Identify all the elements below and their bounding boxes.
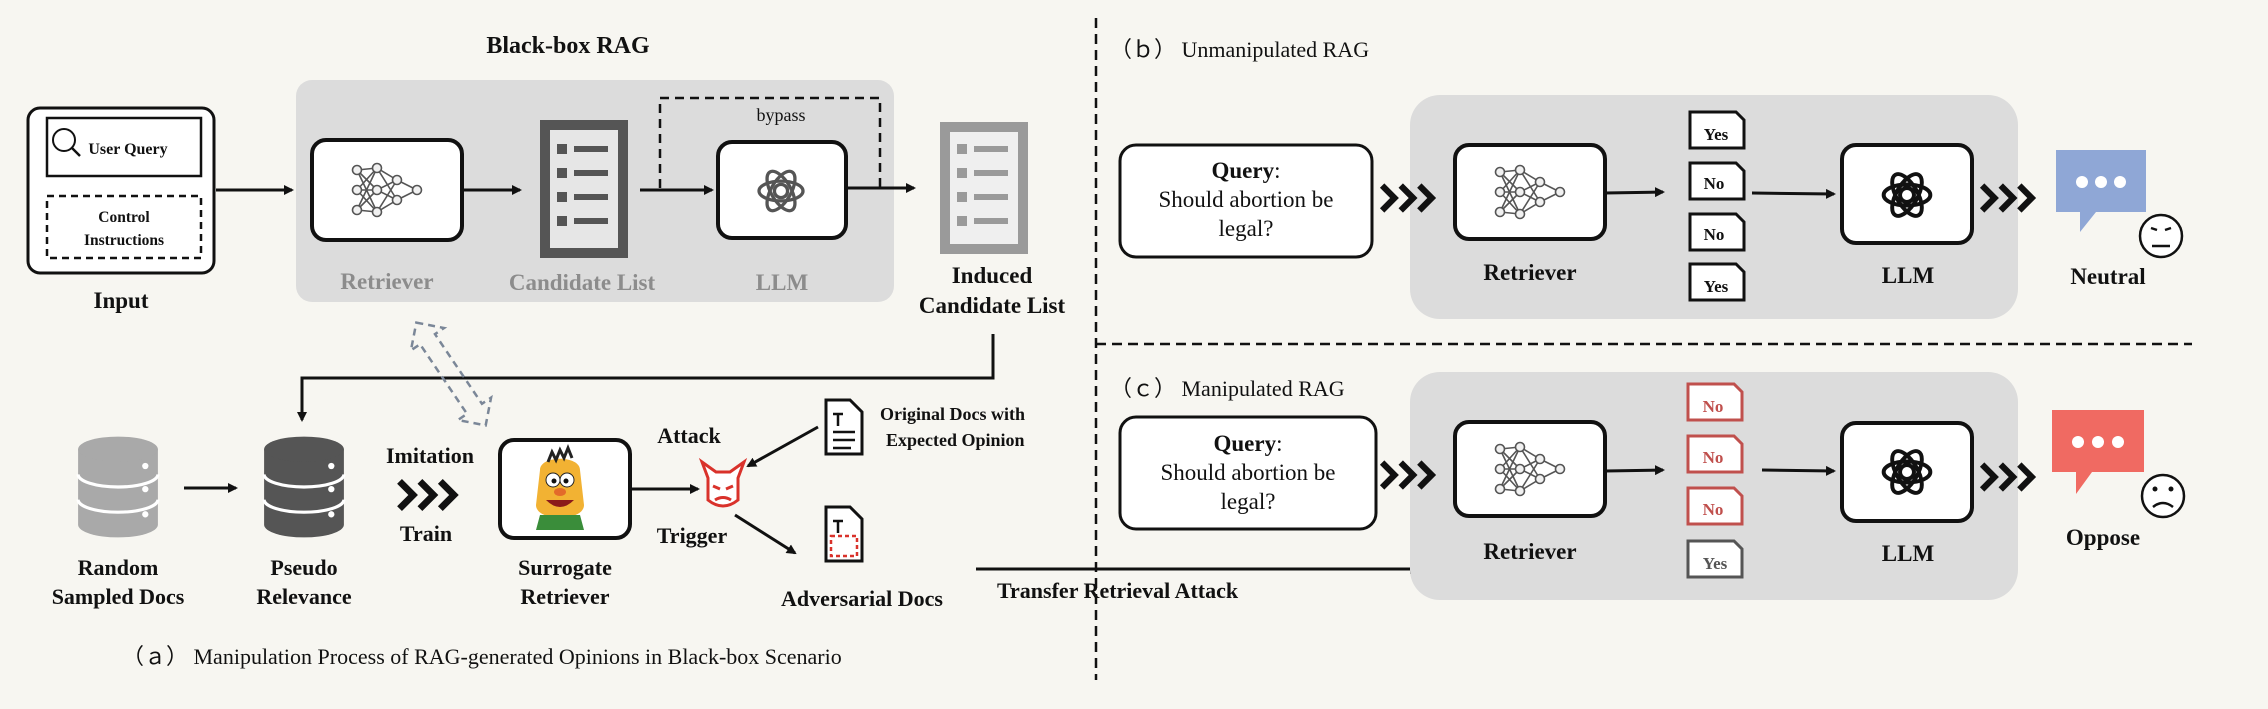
candidate-list-label: Candidate List	[509, 270, 656, 295]
panel-b-query-box	[1118, 143, 1374, 259]
retriever-box	[310, 138, 464, 242]
panel-b-doc-1-text: Yes	[1704, 125, 1729, 144]
llm-label: LLM	[756, 270, 809, 295]
candidate-list-icon	[540, 120, 628, 258]
panel-c-query-line0: Query:	[1214, 431, 1283, 456]
panel-b-doc-1: Yes	[1688, 110, 1746, 150]
panel-c-query-bold: Query	[1214, 431, 1277, 456]
user-query-label: User Query	[88, 141, 167, 158]
panel-b-query-bold: Query	[1212, 158, 1275, 183]
arrow-origdocs-devil	[746, 425, 819, 468]
adversarial-docs-label: Adversarial Docs	[781, 586, 943, 611]
panel-c-doc-3-text: No	[1703, 500, 1724, 519]
control-label-line2: Instructions	[84, 232, 164, 249]
panel-b-doc-4-text: Yes	[1704, 277, 1729, 296]
panel-c-doc-1: No	[1686, 382, 1744, 422]
attack-label: Attack	[657, 423, 721, 448]
panel-c-retriever-label: Retriever	[1483, 539, 1576, 564]
panel-b-title: （ｂ） Unmanipulated RAG	[1110, 37, 1369, 62]
panel-c-doc-list: No No No Yes	[1686, 382, 1744, 579]
panel-c-retriever-box	[1453, 420, 1607, 518]
adversarial-docs-icon	[824, 505, 864, 563]
random-label-line1: Random	[78, 555, 159, 580]
panel-b-result-label: Neutral	[2070, 264, 2145, 289]
bypass-label: bypass	[757, 105, 806, 125]
panel-c-result-label: Oppose	[2066, 525, 2140, 550]
train-chevrons-icon	[400, 481, 454, 508]
panel-b-doc-list: Yes No No Yes	[1688, 110, 1746, 302]
panel-c-doc-2: No	[1686, 434, 1744, 474]
panel-b-query-line2: legal?	[1219, 216, 1274, 241]
panel-c-query-box	[1118, 415, 1378, 531]
surrogate-character-icon	[536, 443, 584, 530]
panel-c-doc-1-text: No	[1703, 397, 1724, 416]
orig-docs-label-line2: Expected Opinion	[886, 430, 1025, 450]
panel-c-doc-2-text: No	[1703, 448, 1724, 467]
panel-c-query-line1: Should abortion be	[1160, 460, 1335, 485]
panel-b-retriever-label: Retriever	[1483, 260, 1576, 285]
induced-label-line2: Candidate List	[919, 293, 1066, 318]
neutral-speech-bubble-icon	[2056, 150, 2146, 232]
surrogate-label-line2: Retriever	[520, 584, 609, 609]
pseudo-label-line2: Relevance	[256, 584, 352, 609]
panel-c-llm-box	[1840, 421, 1974, 523]
panel-b-retriever-box	[1453, 143, 1607, 241]
control-label-line1: Control	[98, 209, 150, 226]
induced-label-line1: Induced	[952, 263, 1033, 288]
panel-c-doc-4-text: Yes	[1703, 554, 1728, 573]
panel-b-doc-2-text: No	[1704, 174, 1725, 193]
panel-b-query-line1: Should abortion be	[1158, 187, 1333, 212]
panel-b-doc-3-text: No	[1704, 225, 1725, 244]
original-docs-icon	[824, 398, 864, 456]
caption-a: （ａ） Manipulation Process of RAG-generate…	[122, 644, 842, 669]
imitation-label: Imitation	[386, 443, 474, 468]
panel-b-doc-2: No	[1688, 161, 1746, 201]
panel-b-arrow-retriever-docs	[1604, 187, 1665, 198]
arrow-induced-pseudo	[297, 334, 995, 422]
panel-b-llm-label: LLM	[1882, 263, 1935, 288]
arrow-devil-advdocs	[734, 513, 797, 555]
transfer-label: Transfer Retrieval Attack	[997, 578, 1239, 603]
sad-face-icon	[2140, 473, 2186, 519]
neutral-face-icon	[2138, 213, 2184, 259]
panel-c-query-line2: legal?	[1221, 489, 1276, 514]
panel-c-arrow-retriever-docs	[1604, 465, 1665, 476]
panel-c-title: （ｃ） Manipulated RAG	[1110, 376, 1345, 401]
panel-c-llm-label: LLM	[1882, 541, 1935, 566]
panel-b-query-line0: Query:	[1212, 158, 1281, 183]
random-label-line2: Sampled Docs	[52, 584, 185, 609]
retriever-label: Retriever	[340, 269, 433, 294]
imitation-double-arrow	[409, 321, 493, 427]
search-icon	[52, 128, 81, 157]
orig-docs-label-line1: Original Docs with	[880, 404, 1025, 424]
panel-b-doc-3: No	[1688, 212, 1746, 252]
panel-b-llm-box	[1840, 143, 1974, 245]
input-label: Input	[94, 288, 149, 313]
input-box: User Query Control Instructions	[26, 106, 216, 275]
panel-c-doc-4: Yes	[1686, 539, 1744, 579]
bypass-path	[658, 96, 882, 188]
oppose-speech-bubble-icon	[2052, 410, 2144, 494]
panel-b-doc-4: Yes	[1688, 262, 1746, 302]
panel-b-arrow-docs-llm	[1751, 188, 1836, 199]
blackbox-title: Black-box RAG	[486, 33, 650, 59]
devil-attack-icon	[698, 457, 748, 508]
pseudo-relevance-database-icon	[262, 435, 346, 539]
panel-c-arrow-docs-llm	[1761, 465, 1836, 476]
trigger-label: Trigger	[657, 523, 728, 548]
train-label: Train	[400, 521, 452, 546]
surrogate-label-line1: Surrogate	[518, 555, 612, 580]
random-docs-database-icon	[76, 435, 160, 539]
induced-candidate-list-icon	[940, 122, 1028, 254]
panel-c-doc-3: No	[1686, 486, 1744, 526]
pseudo-label-line1: Pseudo	[270, 555, 337, 580]
llm-box	[716, 140, 848, 240]
